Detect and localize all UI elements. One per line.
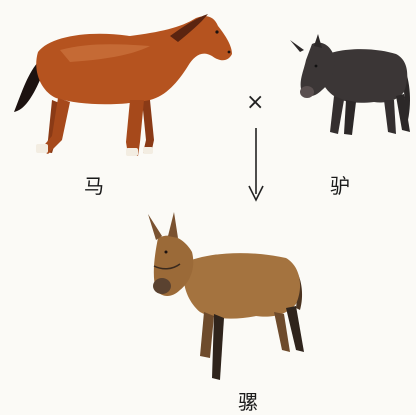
horse-label: 马 (84, 176, 104, 196)
cross-sign: × (246, 90, 264, 115)
mule-illustration (148, 212, 304, 380)
downward-arrow-icon (249, 128, 263, 200)
donkey-illustration (290, 34, 410, 135)
mule-label: 骡 (238, 392, 258, 412)
donkey-label: 驴 (330, 176, 350, 196)
horse-illustration (14, 14, 232, 156)
